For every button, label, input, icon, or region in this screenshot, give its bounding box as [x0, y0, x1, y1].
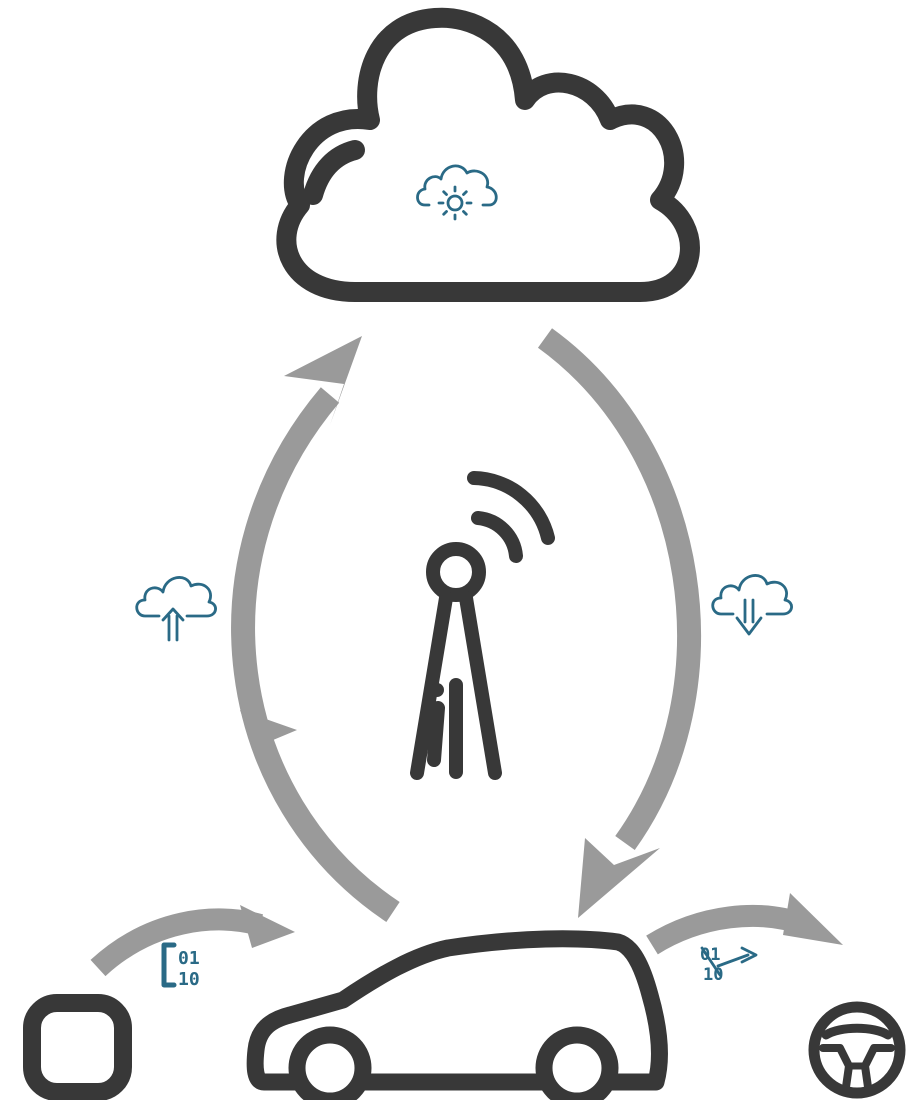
upload-flow-arrow [231, 336, 400, 922]
input-bits-row-1: 01 [178, 948, 200, 969]
input-bits-row-2: 10 [178, 969, 200, 990]
cloud-upload-icon [135, 576, 217, 642]
output-arrow-head [783, 893, 843, 945]
binary-data-arrow-icon: 01 10 [700, 945, 758, 985]
binary-data-icon: 01 10 [161, 942, 200, 990]
output-flow-arrow [646, 904, 809, 955]
output-bits-row-1: 01 [700, 945, 720, 965]
output-bits-row-2: 10 [703, 965, 723, 985]
cloud-download-icon [711, 574, 793, 636]
cell-tower-icon [410, 471, 555, 780]
cloud-icon [276, 7, 700, 302]
chip-icon [23, 994, 132, 1100]
cloud-gear-icon [416, 164, 498, 221]
input-arrow-head [240, 905, 295, 948]
steering-wheel-icon [808, 1001, 906, 1099]
car-icon [246, 930, 668, 1100]
input-flow-arrow [90, 710, 297, 977]
download-flow-arrow [537, 328, 701, 918]
